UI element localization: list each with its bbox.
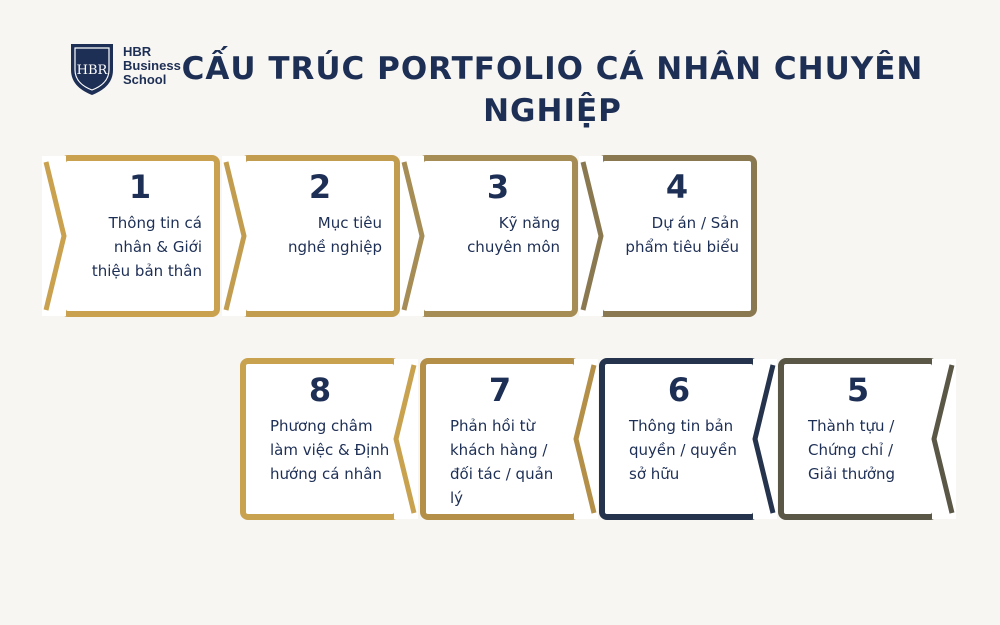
- step-number: 1: [128, 168, 152, 206]
- chevron-icon: [752, 364, 776, 514]
- step-label-line: phẩm tiêu biểu: [625, 238, 739, 256]
- step-label-line: đối tác / quản: [450, 465, 554, 483]
- logo-wordmark: HBR Business School: [123, 45, 181, 87]
- step-label: Thông tin cá nhân & Giới thiệu bản thân: [76, 211, 202, 283]
- title-line-1: CẤU TRÚC PORTFOLIO CÁ NHÂN CHUYÊN: [181, 51, 924, 87]
- chevron-icon: [223, 161, 247, 311]
- step-arrow-7: [573, 359, 598, 519]
- step-label: Kỹ năng chuyên môn: [434, 211, 560, 259]
- chevron-icon: [393, 364, 417, 514]
- step-number: 7: [488, 371, 512, 409]
- logo-line-1: HBR: [123, 44, 152, 59]
- step-label-line: hướng cá nhân: [270, 465, 382, 483]
- chevron-icon: [573, 364, 597, 514]
- step-number: 2: [308, 168, 332, 206]
- step-label-line: Kỹ năng: [498, 214, 560, 232]
- chevron-icon: [580, 161, 604, 311]
- step-label-line: khách hàng /: [450, 441, 548, 459]
- step-number: 8: [308, 371, 332, 409]
- step-number: 6: [667, 371, 691, 409]
- step-label-line: Dự án / Sản: [651, 214, 739, 232]
- step-number: 5: [846, 371, 870, 409]
- step-arrow-3: [400, 156, 425, 316]
- title-line-2: NGHIỆP: [483, 93, 622, 129]
- step-label: Mục tiêu nghề nghiệp: [256, 211, 382, 259]
- step-label-line: Thông tin bản: [629, 417, 734, 435]
- step-label-line: Chứng chỉ /: [808, 441, 894, 459]
- chevron-icon: [931, 364, 955, 514]
- step-label-line: Phương châm: [270, 417, 373, 435]
- step-number: 4: [665, 168, 689, 206]
- step-arrow-5: [931, 359, 956, 519]
- step-label-line: làm việc & Định: [270, 441, 390, 459]
- step-label-line: chuyên môn: [467, 238, 560, 256]
- chevron-icon: [43, 161, 67, 311]
- step-label-line: Thông tin cá: [108, 214, 202, 232]
- step-label: Thành tựu / Chứng chỉ / Giải thưởng: [808, 414, 936, 486]
- shield-icon: HBR: [71, 44, 113, 95]
- step-label-line: sở hữu: [629, 465, 680, 483]
- step-label-line: nhân & Giới: [113, 238, 202, 256]
- hbr-logo: HBR HBR Business School: [68, 40, 218, 100]
- page-title: CẤU TRÚC PORTFOLIO CÁ NHÂN CHUYÊN NGHIỆP: [180, 48, 925, 132]
- step-label-line: Giải thưởng: [808, 465, 896, 483]
- step-label: Dự án / Sản phẩm tiêu biểu: [613, 211, 739, 259]
- step-arrow-4: [579, 156, 604, 316]
- logo-line-2: Business: [123, 58, 181, 73]
- step-number: 3: [486, 168, 510, 206]
- step-label: Thông tin bản quyền / quyền sở hữu: [629, 414, 757, 486]
- step-label-line: Thành tựu /: [808, 417, 895, 435]
- step-label: Phương châm làm việc & Định hướng cá nhân: [270, 414, 398, 486]
- step-label-line: Phản hồi từ: [450, 417, 536, 435]
- step-label-line: thiệu bản thân: [91, 262, 202, 280]
- step-card-4: 4 Dự án / Sản phẩm tiêu biểu: [597, 155, 757, 317]
- logo-line-3: School: [123, 72, 167, 87]
- logo-monogram: HBR: [77, 63, 109, 78]
- step-label-line: quyền / quyền: [629, 441, 737, 459]
- step-label: Phản hồi từ khách hàng / đối tác / quản lý: [450, 414, 578, 510]
- step-arrow-1: [42, 156, 67, 316]
- chevron-icon: [401, 161, 425, 311]
- step-label-line: nghề nghiệp: [288, 238, 382, 256]
- step-arrow-8: [393, 359, 418, 519]
- step-arrow-6: [752, 359, 777, 519]
- step-label-line: lý: [450, 489, 464, 507]
- step-label-line: Mục tiêu: [317, 214, 382, 232]
- step-card-3: 3 Kỹ năng chuyên môn: [418, 155, 578, 317]
- step-arrow-2: [222, 156, 247, 316]
